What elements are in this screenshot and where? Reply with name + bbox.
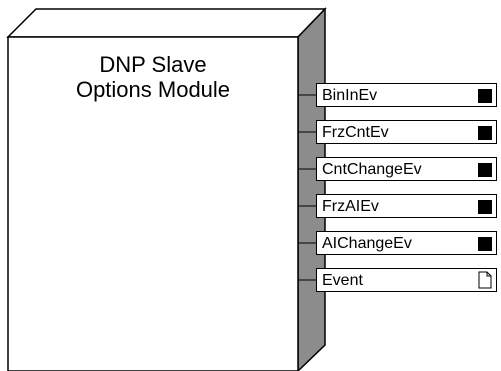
port-aichangeev[interactable]: AIChangeEv [316,231,497,255]
port-event[interactable]: Event [316,268,497,292]
port-label: AIChangeEv [322,235,412,252]
module-title-line2: Options Module [75,77,231,102]
port-label: FrzCntEv [322,124,389,141]
filled-square-icon [478,200,492,214]
port-bininev[interactable]: BinInEv [316,83,497,107]
port-cntchangeev[interactable]: CntChangeEv [316,157,497,181]
filled-square-icon [478,237,492,251]
module-side-face [297,7,326,371]
filled-square-icon [478,163,492,177]
module-title: DNP Slave Options Module [8,52,298,102]
port-label: BinInEv [322,87,378,104]
filled-square-icon [478,126,492,140]
filled-square-icon [478,89,492,103]
module-top-face [6,8,327,38]
document-icon [478,271,492,289]
port-frzaiev[interactable]: FrzAIEv [316,194,497,218]
port-label: Event [322,272,363,289]
module-front-face [7,36,299,371]
port-frzcntev[interactable]: FrzCntEv [316,120,497,144]
port-label: FrzAIEv [322,198,379,215]
module-title-line1: DNP Slave [99,52,207,77]
port-label: CntChangeEv [322,161,422,178]
